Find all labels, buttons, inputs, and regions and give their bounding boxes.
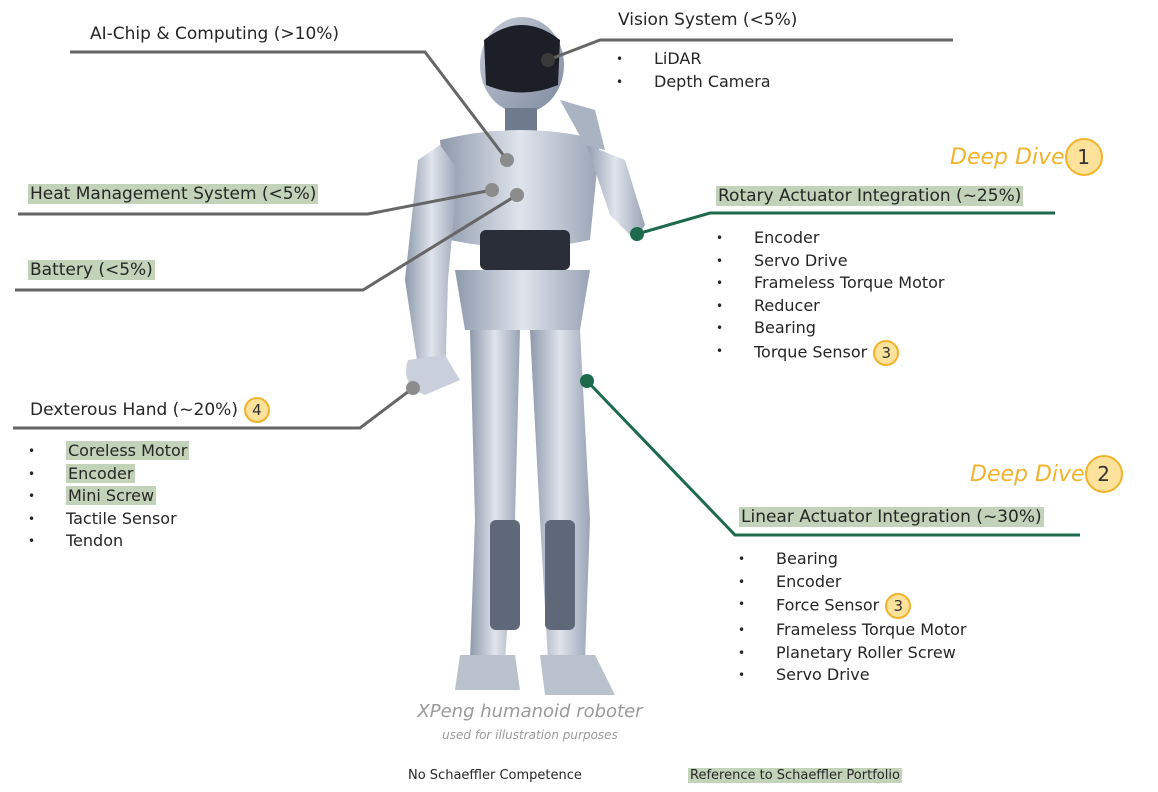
hand-line	[13, 386, 414, 430]
list-item-text: Encoder	[66, 463, 136, 483]
battery-title-text: Battery (<5%)	[28, 260, 155, 280]
ai-chip-title: AI-Chip & Computing (>10%)	[90, 24, 340, 44]
vision-list: LiDAR Depth Camera	[616, 48, 771, 93]
rotary-list: Encoder Servo Drive Frameless Torque Mot…	[716, 227, 945, 366]
force-sensor-badge: 3	[885, 593, 912, 619]
deep-dive-label: Deep Dive	[950, 145, 1065, 170]
list-item: LiDAR	[616, 48, 771, 71]
list-item: Encoder	[716, 227, 945, 250]
heat-line	[18, 188, 493, 216]
list-item: Coreless Motor	[28, 440, 190, 463]
deep-dive-number-badge: 1	[1064, 138, 1103, 176]
list-item: Encoder	[28, 463, 189, 486]
list-item-text: Coreless Motor	[66, 441, 190, 460]
list-item: Tactile Sensor	[28, 508, 189, 531]
vision-title: Vision System (<5%)	[618, 10, 798, 30]
vision-line	[547, 38, 953, 62]
list-item-text: Mini Screw	[66, 486, 157, 505]
list-item: Bearing	[738, 548, 967, 571]
list-item: Bearing	[716, 317, 945, 340]
legend-no-competence: No Schaeffler Competence	[408, 768, 582, 783]
hand-title-text: Dexterous Hand (~20%)	[30, 400, 238, 420]
legend-portfolio-text: Reference to Schaeffler Portfolio	[688, 768, 902, 783]
leader-dots	[406, 53, 644, 395]
hand-badge: 4	[243, 397, 270, 423]
battery-line	[15, 193, 518, 292]
caption-sub: used for illustration purposes	[442, 728, 618, 742]
torque-sensor-badge: 3	[873, 339, 900, 366]
caption-main: XPeng humanoid roboter	[417, 701, 643, 722]
linear-line	[585, 379, 1080, 537]
battery-title: Battery (<5%)	[28, 258, 155, 282]
robot-body	[405, 17, 645, 695]
list-item: Servo Drive	[716, 250, 945, 273]
list-item: Depth Camera	[616, 71, 771, 94]
deep-dive-number-badge: 2	[1084, 455, 1123, 493]
rotary-title: Rotary Actuator Integration (~25%)	[716, 184, 1024, 208]
hand-title: Dexterous Hand (~20%)4	[30, 397, 270, 423]
rotary-line	[636, 211, 1055, 236]
ai-chip-line	[70, 50, 509, 161]
legend-portfolio: Reference to Schaeffler Portfolio	[688, 768, 902, 783]
heat-title: Heat Management System (<5%)	[28, 182, 319, 206]
rotary-title-text: Rotary Actuator Integration (~25%)	[716, 186, 1024, 206]
list-item: Frameless Torque Motor	[738, 619, 967, 642]
list-item: Encoder	[738, 571, 967, 594]
list-item: Torque Sensor 3	[716, 339, 945, 366]
linear-title: Linear Actuator Integration (~30%)	[739, 505, 1044, 529]
list-item: Reducer	[716, 295, 945, 318]
list-item: Frameless Torque Motor	[716, 272, 945, 295]
list-item: Planetary Roller Screw	[738, 642, 967, 665]
list-item: Mini Screw	[28, 485, 189, 508]
linear-title-text: Linear Actuator Integration (~30%)	[739, 507, 1044, 527]
leader-lines	[13, 38, 1080, 537]
heat-title-text: Heat Management System (<5%)	[28, 184, 319, 204]
list-item: Tendon	[28, 530, 189, 553]
force-sensor-label: Force Sensor	[776, 595, 880, 615]
hand-list: Coreless Motor Encoder Mini Screw Tactil…	[28, 440, 190, 553]
torque-sensor-label: Torque Sensor	[754, 342, 868, 361]
deep-dive-label: Deep Dive	[970, 462, 1085, 487]
list-item: Servo Drive	[738, 664, 967, 687]
